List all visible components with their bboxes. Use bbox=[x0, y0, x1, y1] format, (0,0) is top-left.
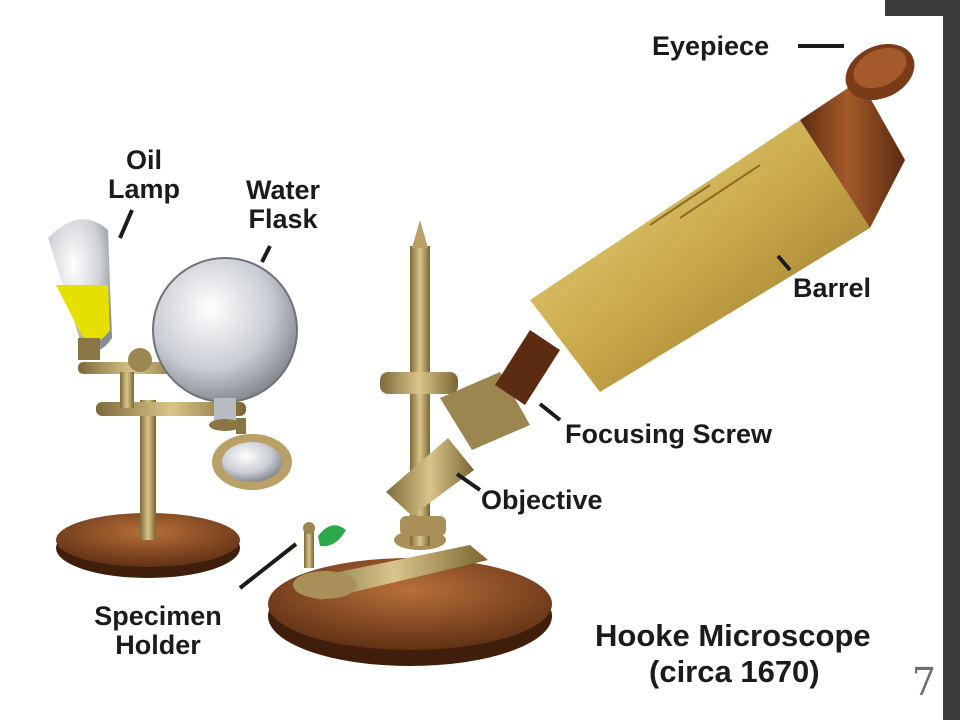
focusing-screw-label: Focusing Screw bbox=[565, 419, 773, 449]
diagram-title-line2: (circa 1670) bbox=[649, 654, 820, 689]
oil-lamp bbox=[48, 219, 112, 360]
slide-edge-panel bbox=[885, 16, 943, 720]
specimen-holder-label: Specimen Holder bbox=[78, 602, 238, 660]
specimen-holder bbox=[303, 522, 346, 568]
specimen-holder-leader bbox=[238, 542, 298, 590]
oil-lamp-label-line1: Oil bbox=[125, 145, 162, 175]
diagram-title: Hooke Microscope (circa 1670) bbox=[595, 618, 871, 690]
objective-leader bbox=[455, 472, 482, 492]
barrel-leader bbox=[776, 254, 792, 272]
diagram-title-line1: Hooke Microscope bbox=[595, 618, 871, 653]
oil-lamp-label: Oil Lamp bbox=[103, 146, 185, 204]
lamp-stand bbox=[56, 348, 246, 578]
oil-lamp-label-line2: Lamp bbox=[107, 174, 180, 204]
slide-page-number: 7 bbox=[911, 660, 937, 704]
specimen-holder-label-line2: Holder bbox=[115, 630, 201, 660]
water-flask-label-line1: Water bbox=[245, 175, 320, 205]
water-flask bbox=[152, 257, 298, 431]
specimen-holder-label-line1: Specimen bbox=[94, 601, 222, 631]
leader-lines bbox=[118, 44, 844, 590]
condenser-lens bbox=[212, 434, 292, 490]
focusing-screw-leader bbox=[538, 402, 562, 422]
water-flask-label: Water Flask bbox=[238, 176, 328, 234]
barrel bbox=[495, 43, 915, 405]
barrel-label: Barrel bbox=[793, 273, 872, 303]
objective-label: Objective bbox=[481, 485, 603, 515]
water-flask-label-line2: Flask bbox=[248, 204, 318, 234]
eyepiece-label: Eyepiece bbox=[652, 31, 770, 61]
water-flask-leader bbox=[260, 245, 272, 263]
oil-lamp-leader bbox=[118, 209, 134, 239]
